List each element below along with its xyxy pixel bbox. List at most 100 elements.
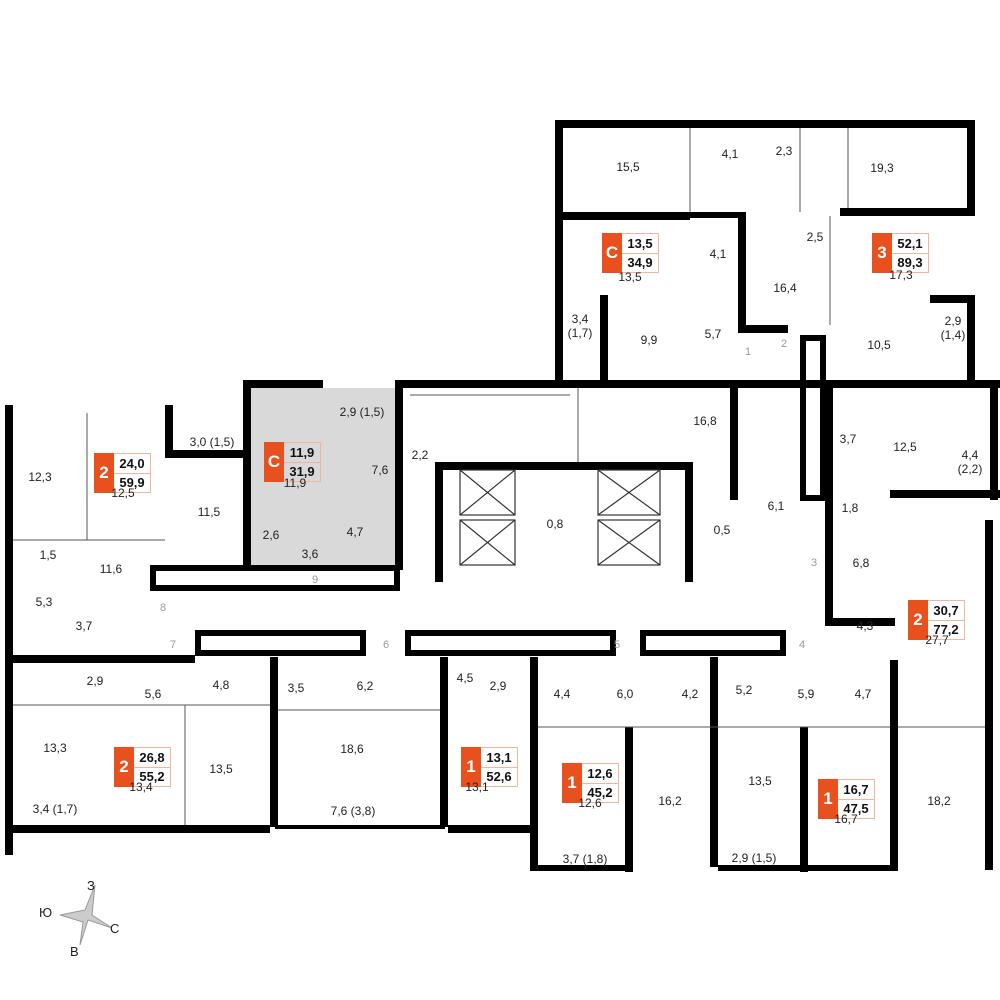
room-area: 2,5 xyxy=(806,230,824,244)
room-area: 4,5 xyxy=(456,671,474,685)
room-area: 5,2 xyxy=(735,683,753,697)
door-number: 3 xyxy=(810,557,818,569)
total-area: 89,3 xyxy=(897,255,923,271)
door-number: 6 xyxy=(382,639,390,651)
room-area: 10,5 xyxy=(867,338,891,352)
room-area: 3,7 xyxy=(839,432,857,446)
compass-east: С xyxy=(110,921,120,936)
room-area: 5,9 xyxy=(797,687,815,701)
room-area: 4,2 xyxy=(681,687,699,701)
room-area: 3,7 (1,8) xyxy=(562,852,608,866)
living-area: 16,7 xyxy=(838,780,874,800)
room-area: 13,5 xyxy=(618,270,642,284)
room-area: 12,3 xyxy=(28,470,52,484)
room-area: 13,5 xyxy=(748,774,772,788)
room-area: 16,7 xyxy=(834,812,858,826)
room-area: 2,3 xyxy=(775,144,793,158)
living-area: 12,6 xyxy=(582,764,618,784)
door-number: 1 xyxy=(744,346,752,358)
rooms-count: 1 xyxy=(818,779,838,819)
room-area: 3,7 xyxy=(75,619,93,633)
door-number: 9 xyxy=(311,574,319,586)
total-area: 47,5 xyxy=(843,801,869,817)
total-area: 59,9 xyxy=(119,475,145,491)
room-area: 9,9 xyxy=(640,333,658,347)
rooms-count: 2 xyxy=(94,453,114,493)
room-area: 1,8 xyxy=(841,501,859,515)
room-area: 13,3 xyxy=(43,741,67,755)
room-area: 6,2 xyxy=(356,679,374,693)
room-area: 16,4 xyxy=(773,281,797,295)
room-area: 3,6 xyxy=(301,547,319,561)
inner-walls xyxy=(13,128,985,825)
room-area: 4,3 xyxy=(856,619,874,633)
room-area: 6,1 xyxy=(767,499,785,513)
total-area: 52,6 xyxy=(486,769,512,785)
room-area: 0,8 xyxy=(546,517,564,531)
room-area: 7,6 (3,8) xyxy=(330,804,376,818)
rooms-count: С xyxy=(602,233,622,273)
room-area: 7,6 xyxy=(371,463,389,477)
lift-shafts xyxy=(459,469,661,566)
room-area: 15,5 xyxy=(616,160,640,174)
compass-west: Ю xyxy=(39,905,53,920)
room-area: 5,3 xyxy=(35,595,53,609)
room-area: 19,3 xyxy=(870,161,894,175)
room-area: 4,1 xyxy=(709,247,727,261)
room-area: 16,2 xyxy=(658,794,682,808)
room-area: 2,2 xyxy=(411,448,429,462)
room-area: 3,5 xyxy=(287,681,305,695)
room-area: 12,5 xyxy=(893,440,917,454)
rooms-count: 3 xyxy=(872,233,892,273)
room-area: 4,4 xyxy=(553,687,571,701)
door-number: 2 xyxy=(780,338,788,350)
room-area: 4,7 xyxy=(346,525,364,539)
room-area: 2,9 xyxy=(489,679,507,693)
room-area: 2,9 (1,5) xyxy=(731,851,777,865)
room-area: 2,9 (1,4) xyxy=(940,314,966,342)
thick-walls xyxy=(5,120,1000,872)
room-area: 13,5 xyxy=(209,762,233,776)
room-area: 16,8 xyxy=(693,414,717,428)
rooms-count: 2 xyxy=(908,600,928,640)
room-area: 13,4 xyxy=(129,780,153,794)
room-area: 4,8 xyxy=(212,678,230,692)
room-area: 5,7 xyxy=(704,327,722,341)
room-area: 17,3 xyxy=(889,268,913,282)
living-area: 13,5 xyxy=(622,234,658,254)
room-area: 5,6 xyxy=(144,687,162,701)
rooms-count: 1 xyxy=(562,763,582,803)
rooms-count: 2 xyxy=(114,747,134,787)
door-number: 5 xyxy=(613,639,621,651)
room-area: 4,4 (2,2) xyxy=(957,448,983,476)
room-area: 11,6 xyxy=(99,562,123,576)
room-area: 1,5 xyxy=(39,548,57,562)
room-area: 11,9 xyxy=(283,476,307,490)
room-area: 18,6 xyxy=(340,742,364,756)
room-area: 0,5 xyxy=(713,523,731,537)
room-area: 2,9 xyxy=(86,674,104,688)
rooms-count: 1 xyxy=(461,747,481,787)
compass-icon xyxy=(59,884,113,946)
living-area: 13,1 xyxy=(481,748,517,768)
compass-north: З xyxy=(87,878,95,893)
living-area: 26,8 xyxy=(134,748,170,768)
living-area: 11,9 xyxy=(284,443,320,463)
room-area: 12,5 xyxy=(111,486,135,500)
room-area: 6,8 xyxy=(852,556,870,570)
room-area: 12,6 xyxy=(578,796,602,810)
door-number: 8 xyxy=(159,602,167,614)
corridor-boxes xyxy=(150,335,826,656)
room-area: 6,0 xyxy=(616,687,634,701)
living-area: 30,7 xyxy=(928,601,964,621)
